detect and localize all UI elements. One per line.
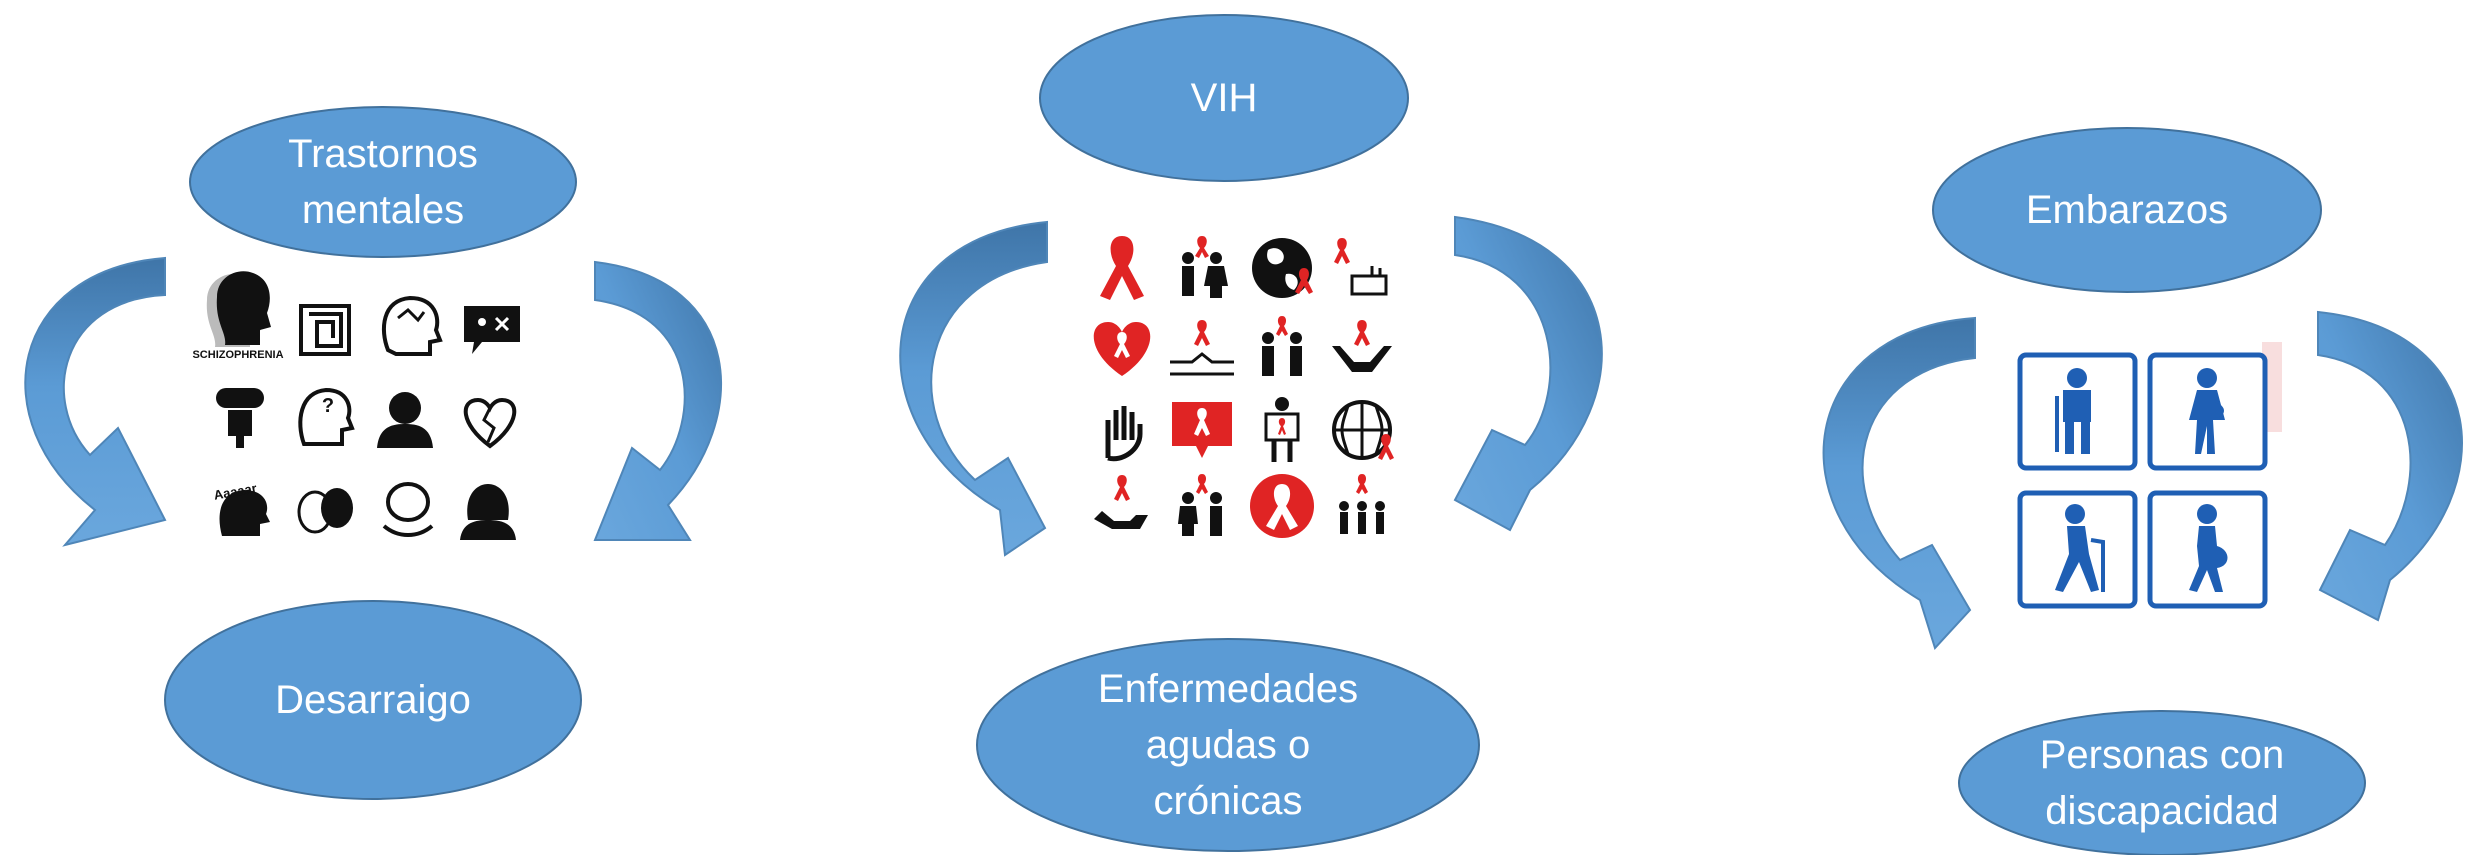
question-head-icon: ?	[298, 387, 355, 446]
curved-arrow-right	[593, 260, 722, 541]
heart-ribbon-icon	[1093, 322, 1151, 376]
svg-text:?: ?	[322, 395, 334, 417]
world-ribbon-icon	[1332, 400, 1394, 460]
red-ribbon-icon	[1100, 236, 1144, 300]
ellipse-personas-discapacidad	[1958, 710, 2366, 855]
person-bust-icon	[377, 392, 433, 448]
pregnant-woman-icon	[2189, 368, 2225, 454]
stop-hand-icon	[1105, 406, 1143, 462]
mental-icons-grid: SCHIZOPHRENIA ?	[192, 271, 520, 540]
family-ribbon-icon	[1178, 474, 1222, 536]
group-mental: SCHIZOPHRENIA ?	[24, 106, 722, 800]
ellipse-enfermedades	[976, 638, 1480, 852]
curved-arrow-left	[899, 220, 1048, 557]
group-hiv	[899, 14, 1603, 852]
person-sign-icon	[1264, 397, 1300, 462]
group-ribbon-icon	[1339, 474, 1385, 534]
ellipse-vih	[1039, 14, 1409, 182]
handshake-ribbon-icon	[1170, 320, 1234, 376]
woman-bust-icon	[460, 484, 516, 540]
men-ribbon-icon	[1262, 316, 1302, 376]
speech-ribbon-icon	[1172, 402, 1232, 458]
hiv-icons-grid	[1093, 236, 1394, 538]
hand-ribbon-icon	[1334, 238, 1388, 296]
ellipse-desarraigo	[164, 600, 582, 800]
globe-ribbon-icon	[1252, 238, 1313, 298]
shouting-text: Aaaaar	[213, 480, 258, 502]
pill-head-icon	[216, 388, 264, 448]
curved-arrow-right	[2317, 310, 2463, 622]
disability-icons-grid	[2017, 342, 2282, 609]
couple-ribbon-icon	[1182, 236, 1228, 298]
pregnant-walking-icon	[2189, 504, 2228, 592]
injured-person-icon	[2055, 368, 2091, 454]
theater-masks-icon	[297, 488, 353, 534]
curved-arrow-left	[24, 256, 167, 547]
head-silhouette-icon	[206, 271, 271, 347]
curved-arrow-left	[1822, 316, 1976, 650]
brain-head-icon	[381, 295, 443, 356]
elderly-cane-icon	[2055, 504, 2105, 592]
group-vulnerable	[1822, 127, 2463, 855]
curved-arrow-right	[1453, 215, 1603, 532]
brain-hand-icon	[382, 482, 434, 537]
circle-ribbon-icon	[1250, 474, 1314, 538]
hand-holding-ribbon-icon	[1094, 475, 1148, 529]
hands-ribbon-icon	[1332, 320, 1392, 372]
maze-head-icon	[299, 304, 351, 356]
schizophrenia-caption: SCHIZOPHRENIA	[192, 349, 283, 361]
shouting-head-icon	[219, 490, 270, 536]
broken-heart-icon	[463, 397, 517, 449]
speech-face-icon	[464, 306, 520, 354]
ellipse-embarazos	[1932, 127, 2322, 293]
ellipse-trastornos-mentales	[189, 106, 577, 258]
